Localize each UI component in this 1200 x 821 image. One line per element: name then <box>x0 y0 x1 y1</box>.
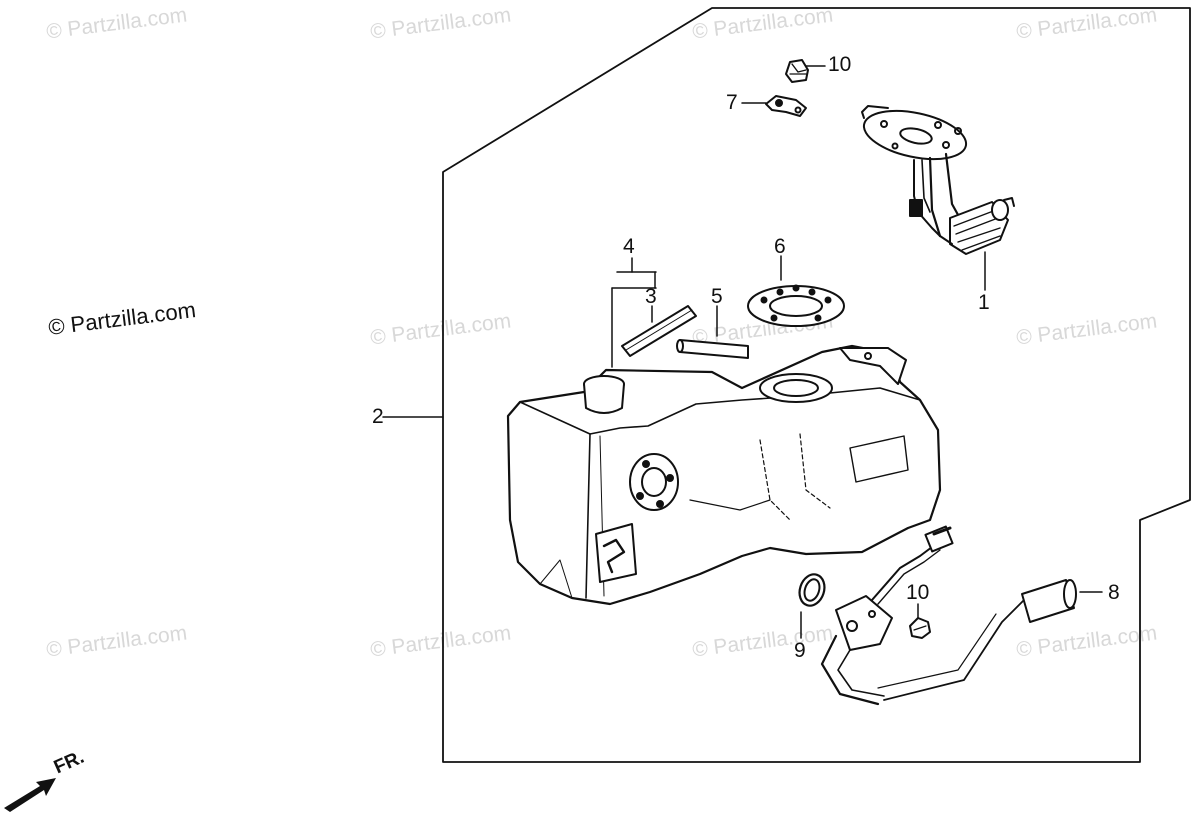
part-1-fuel-pump <box>861 105 1015 255</box>
callout-4: 4 <box>623 235 635 258</box>
part-2-fuel-tank <box>506 344 942 606</box>
callout-10-top: 10 <box>828 53 852 76</box>
callout-10-bottom: 10 <box>906 581 930 604</box>
part-8-fuel-sender <box>820 525 1077 706</box>
callout-2: 2 <box>372 405 384 428</box>
part-6-gasket <box>747 284 845 327</box>
callout-5: 5 <box>711 285 723 308</box>
callout-9: 9 <box>794 639 806 662</box>
callout-6: 6 <box>774 235 786 258</box>
callout-1: 1 <box>978 291 990 314</box>
part-3-strip <box>621 305 697 357</box>
callout-7: 7 <box>726 91 738 114</box>
front-arrow-icon <box>4 778 56 812</box>
callout-3: 3 <box>645 285 657 308</box>
callout-8: 8 <box>1108 581 1120 604</box>
part-10-nut-top <box>785 59 809 83</box>
part-9-o-ring <box>798 573 826 607</box>
assembly-outline <box>442 7 1191 763</box>
part-7-clip <box>765 95 807 117</box>
part-5-tube <box>676 339 749 359</box>
part-10-nut-bottom <box>909 617 931 639</box>
